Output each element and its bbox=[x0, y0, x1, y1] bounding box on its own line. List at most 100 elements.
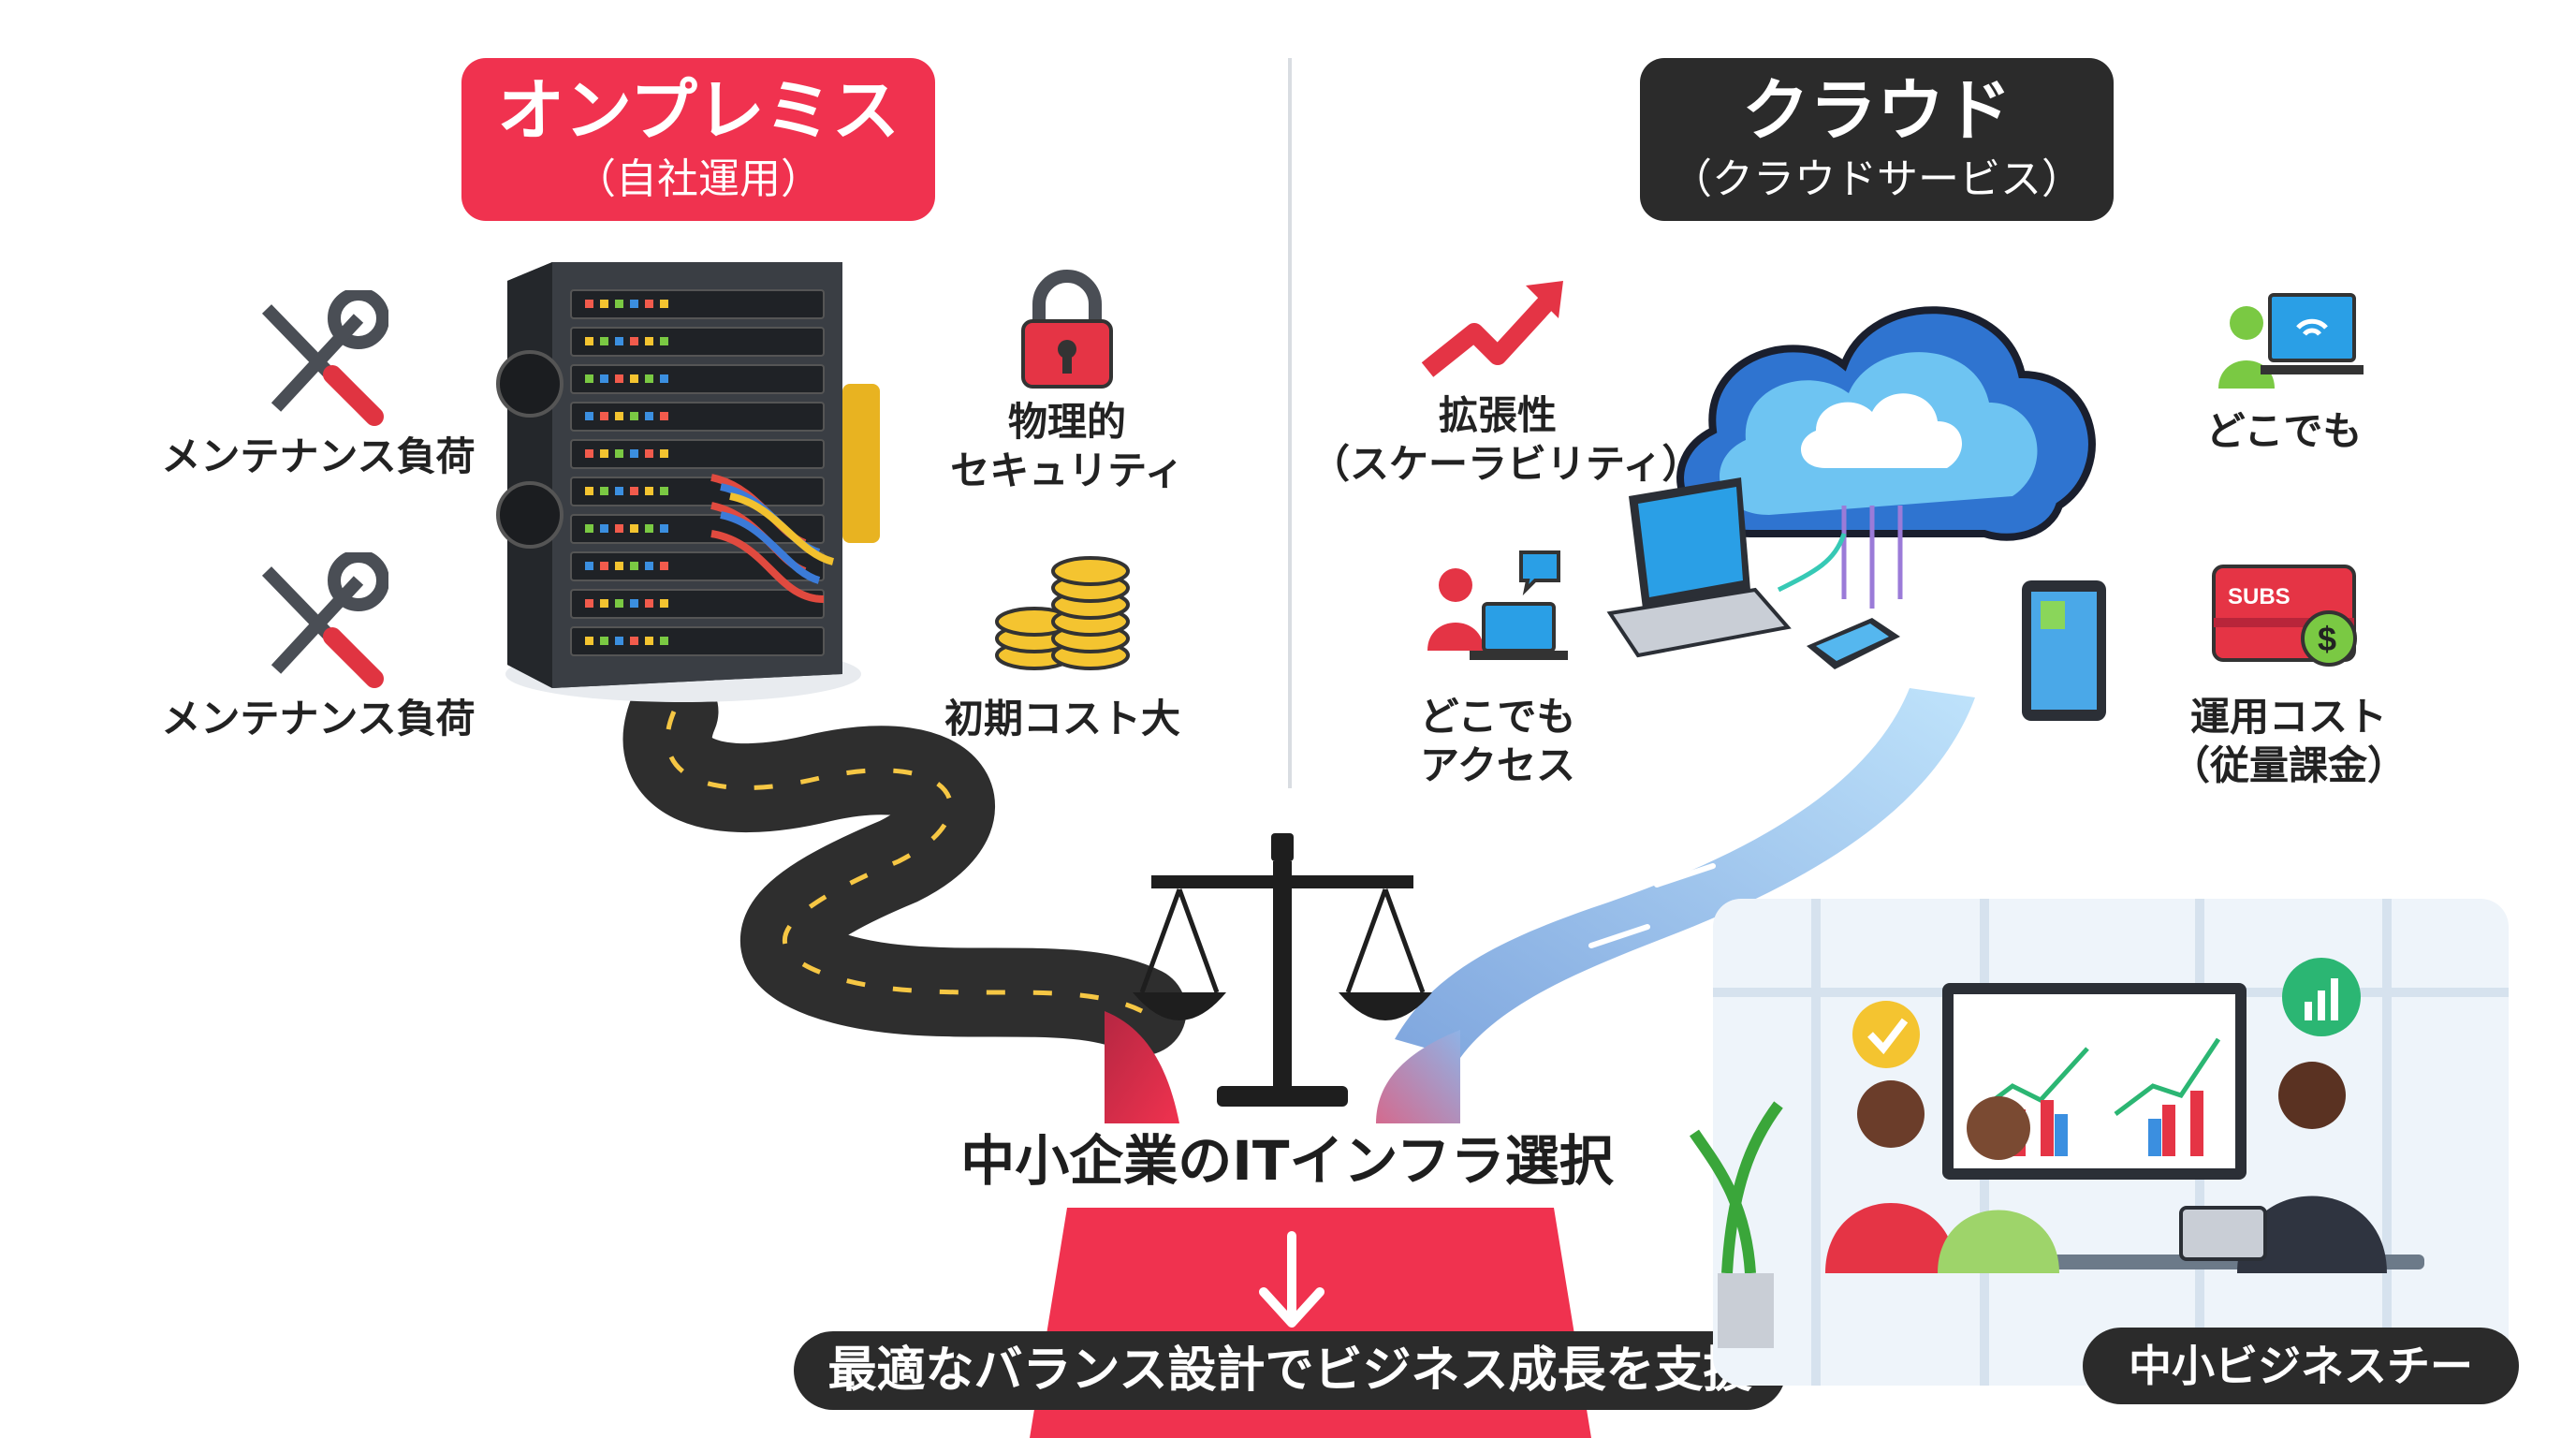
onpremise-title: オンプレミス bbox=[497, 71, 900, 150]
status-led bbox=[645, 449, 653, 458]
status-led bbox=[630, 487, 638, 495]
status-led bbox=[600, 562, 608, 570]
business-team-illustration bbox=[1690, 899, 2509, 1386]
person-wifi-icon bbox=[2218, 293, 2364, 389]
status-led bbox=[585, 487, 593, 495]
status-led bbox=[660, 374, 668, 383]
status-led bbox=[585, 562, 593, 570]
status-led bbox=[630, 337, 638, 345]
status-led bbox=[660, 300, 668, 308]
dollar-text: $ bbox=[2318, 620, 2336, 658]
status-led bbox=[615, 487, 623, 495]
status-led bbox=[585, 337, 593, 345]
status-led bbox=[645, 374, 653, 383]
status-led bbox=[645, 337, 653, 345]
status-led bbox=[600, 337, 608, 345]
arrow-down-icon bbox=[1259, 1231, 1325, 1328]
server-unit bbox=[570, 477, 825, 506]
status-led bbox=[660, 637, 668, 645]
status-led bbox=[600, 449, 608, 458]
operation-cost-label: 運用コスト （従量課金） bbox=[2170, 694, 2407, 788]
status-led bbox=[660, 337, 668, 345]
section-divider bbox=[1288, 58, 1292, 788]
status-led bbox=[660, 449, 668, 458]
status-led bbox=[585, 599, 593, 608]
status-led bbox=[660, 524, 668, 533]
status-led bbox=[585, 449, 593, 458]
status-led bbox=[615, 412, 623, 420]
server-unit bbox=[570, 327, 825, 357]
cloud-devices-icon bbox=[1606, 306, 2106, 721]
status-led bbox=[645, 562, 653, 570]
status-led bbox=[660, 562, 668, 570]
status-led bbox=[615, 599, 623, 608]
subscription-card-icon: SUBS $ bbox=[2212, 565, 2357, 667]
padlock-icon bbox=[1021, 270, 1113, 389]
status-led bbox=[630, 524, 638, 533]
server-unit bbox=[570, 626, 825, 656]
status-led bbox=[615, 337, 623, 345]
status-led bbox=[645, 637, 653, 645]
cloud-subtitle: （クラウドサービス） bbox=[1671, 155, 2083, 203]
scalability-label: 拡張性 （スケーラビリティ） bbox=[1310, 392, 1702, 487]
wrench-screwdriver-icon bbox=[261, 290, 388, 426]
maintenance-label-1: メンテナンス負荷 bbox=[161, 433, 476, 479]
cloud-header: クラウド （クラウドサービス） bbox=[1640, 58, 2114, 221]
status-led bbox=[600, 412, 608, 420]
anywhere-access-label: どこでも アクセス bbox=[1419, 694, 1576, 788]
server-unit bbox=[570, 289, 825, 319]
status-led bbox=[615, 300, 623, 308]
status-led bbox=[600, 524, 608, 533]
status-led bbox=[630, 300, 638, 308]
status-led bbox=[645, 524, 653, 533]
status-led bbox=[585, 524, 593, 533]
status-led bbox=[645, 412, 653, 420]
server-unit bbox=[570, 439, 825, 469]
server-rack-icon bbox=[496, 262, 880, 702]
status-led bbox=[645, 599, 653, 608]
status-led bbox=[630, 599, 638, 608]
person-laptop-chat-icon bbox=[1427, 550, 1568, 660]
status-led bbox=[660, 412, 668, 420]
status-led bbox=[630, 637, 638, 645]
status-led bbox=[600, 374, 608, 383]
cloud-title: クラウド bbox=[1741, 71, 2012, 150]
status-led bbox=[630, 562, 638, 570]
status-led bbox=[600, 599, 608, 608]
server-unit bbox=[570, 589, 825, 619]
status-led bbox=[645, 487, 653, 495]
status-led bbox=[600, 300, 608, 308]
subs-text: SUBS bbox=[2228, 584, 2291, 609]
status-led bbox=[615, 449, 623, 458]
server-unit bbox=[570, 402, 825, 432]
status-led bbox=[615, 637, 623, 645]
status-led bbox=[630, 374, 638, 383]
status-led bbox=[585, 637, 593, 645]
status-led bbox=[615, 374, 623, 383]
server-unit-rows bbox=[570, 289, 825, 656]
coins-icon bbox=[995, 556, 1130, 670]
server-unit bbox=[570, 364, 825, 394]
team-caption: 中小ビジネスチー bbox=[2083, 1328, 2519, 1404]
conclusion-banner: 最適なバランス設計でビジネス成長を支援 bbox=[794, 1331, 1786, 1410]
wrench-screwdriver-icon bbox=[261, 552, 388, 688]
trend-arrow-icon bbox=[1421, 281, 1563, 377]
anywhere-label: どこでも bbox=[2205, 408, 2363, 454]
onpremise-subtitle: （自社運用） bbox=[575, 155, 822, 203]
status-led bbox=[600, 637, 608, 645]
status-led bbox=[630, 449, 638, 458]
maintenance-label-2: メンテナンス負荷 bbox=[161, 696, 476, 741]
physical-security-label: 物理的 セキュリティ bbox=[950, 399, 1184, 493]
initial-cost-label: 初期コスト大 bbox=[944, 696, 1180, 741]
onpremise-header: オンプレミス （自社運用） bbox=[461, 58, 935, 221]
status-led bbox=[660, 487, 668, 495]
status-led bbox=[645, 300, 653, 308]
status-led bbox=[585, 412, 593, 420]
status-led bbox=[585, 300, 593, 308]
status-led bbox=[615, 524, 623, 533]
status-led bbox=[600, 487, 608, 495]
status-led bbox=[660, 599, 668, 608]
status-led bbox=[585, 374, 593, 383]
center-heading: 中小企業のITインフラ選択 bbox=[960, 1129, 1614, 1193]
status-led bbox=[630, 412, 638, 420]
